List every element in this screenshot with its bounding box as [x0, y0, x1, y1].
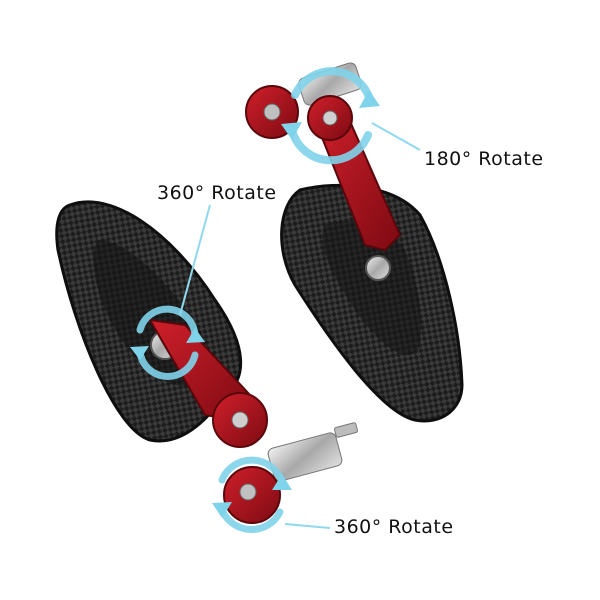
right-mirror-arm — [245, 62, 402, 252]
rotate-arrowhead-4 — [281, 122, 302, 140]
callout-line-180 — [371, 122, 421, 151]
rotate-arrows-180 — [281, 67, 380, 165]
left-bar-end-hole — [239, 483, 257, 501]
rotate-arrows-top-left — [130, 305, 205, 380]
left-mirror-arm — [148, 318, 358, 524]
rotate-arrowhead-5 — [272, 474, 292, 490]
rotate-arrowhead-3 — [359, 90, 380, 108]
rotate-label-180: 180° Rotate — [424, 148, 544, 170]
right-pivot-screw — [322, 110, 338, 126]
right-bar-end-hole — [263, 103, 281, 121]
right-mirror-mount-bolt — [365, 255, 391, 281]
circular-rotate-arrows-icon — [288, 67, 374, 165]
left-pivot-screw — [231, 411, 249, 429]
rotate-arrows-bottom — [212, 456, 292, 533]
rotate-arrowhead-1 — [186, 328, 205, 343]
right-mirror — [280, 183, 464, 423]
callout-line-360-top — [179, 204, 211, 316]
callout-line-360-bottom — [284, 523, 331, 529]
rotate-arrowhead-2 — [130, 346, 149, 360]
left-bar-end-thread — [334, 422, 358, 438]
rotate-label-360-top: 360° Rotate — [157, 182, 277, 204]
right-mirror-inner — [322, 221, 422, 356]
rotate-arrowhead-6 — [212, 502, 232, 518]
circular-rotate-arrows-icon — [136, 305, 199, 380]
rotate-label-360-bottom: 360° Rotate — [334, 516, 454, 538]
circular-rotate-arrows-icon — [218, 456, 286, 533]
